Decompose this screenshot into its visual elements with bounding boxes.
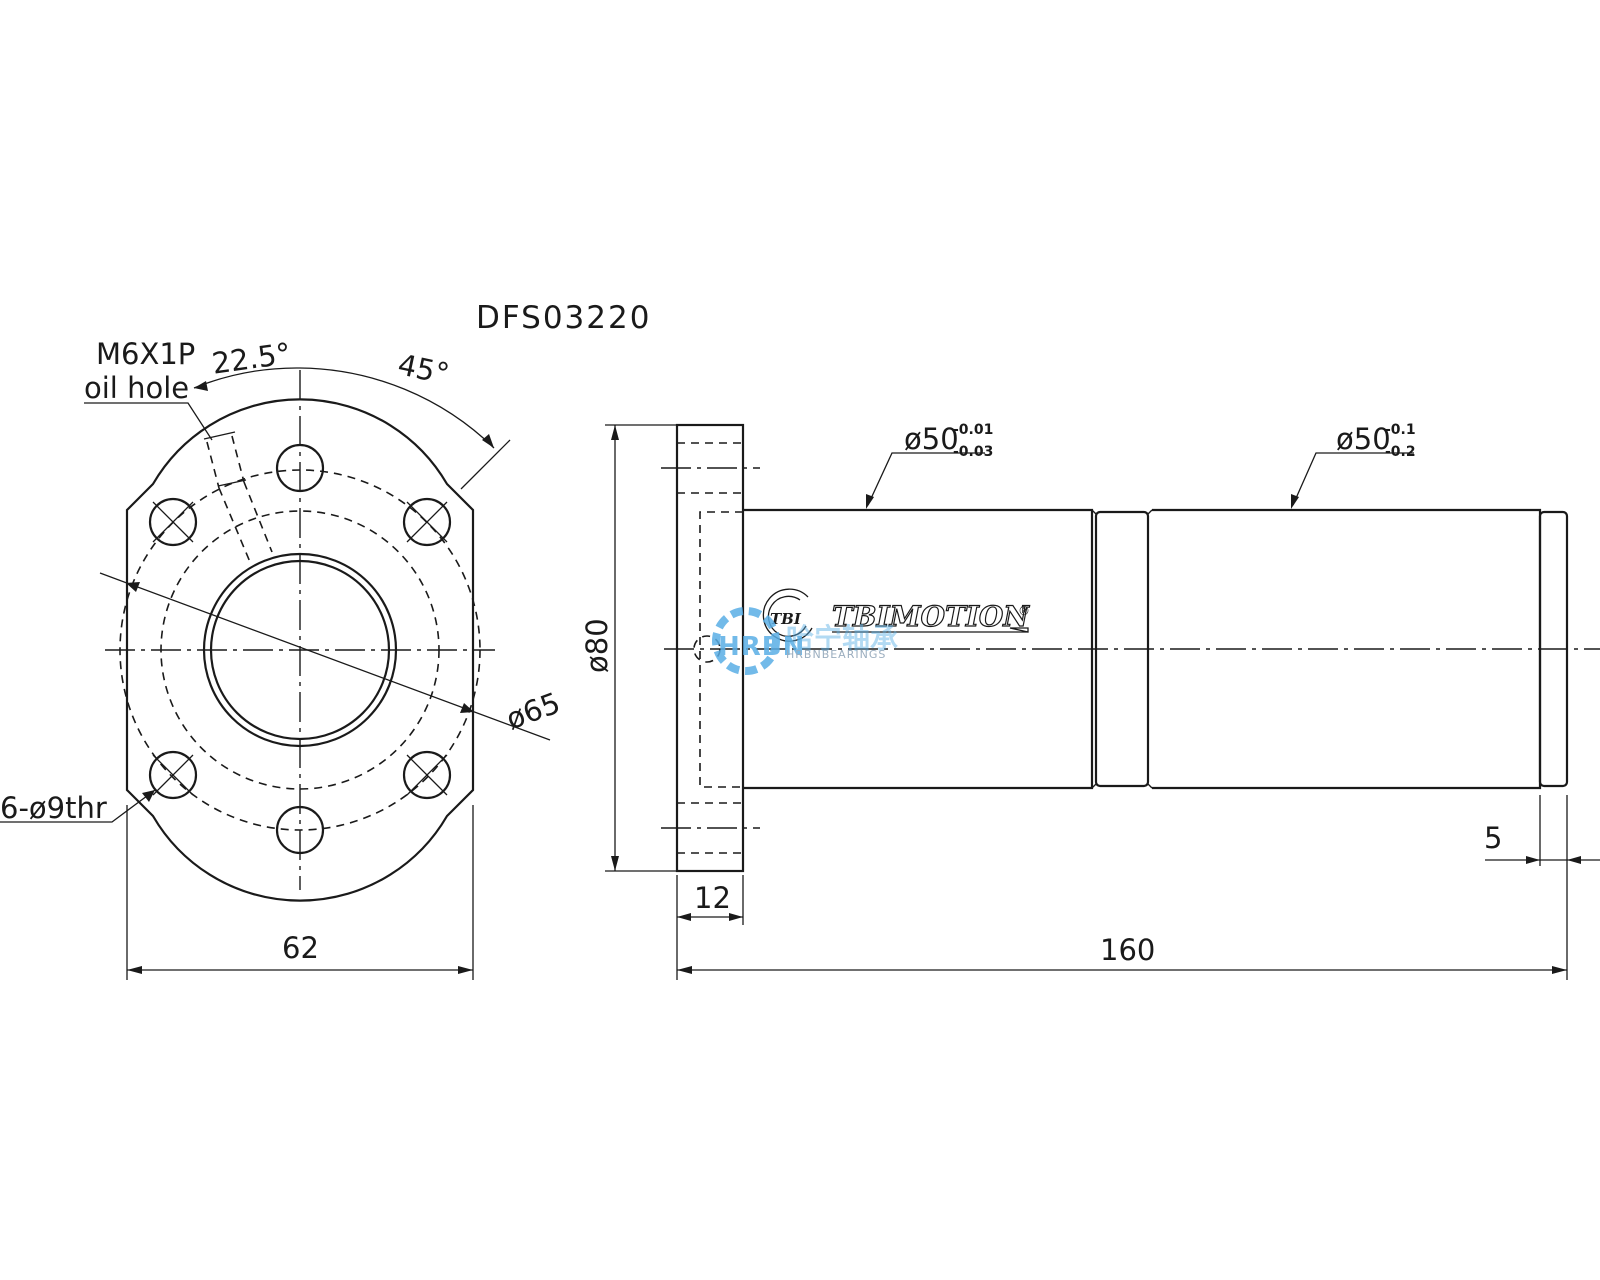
label-end-step: 5 — [1484, 821, 1502, 855]
brand-registered-mark: ® — [1018, 604, 1030, 618]
oil-hole-leader — [84, 402, 213, 441]
label-flange-dia: ø80 — [580, 618, 614, 673]
watermark-name-cn: 哈宁轴承 — [786, 622, 898, 655]
label-bolt-holes: 6-ø9thr — [0, 791, 107, 825]
label-pcd: ø65 — [502, 686, 565, 737]
label-nut-dia-right-tol-lower: -0.2 — [1385, 444, 1416, 460]
label-oil-hole-thread: M6X1P — [96, 337, 195, 371]
angle-arc-45 — [299, 367, 495, 449]
label-flange-width: 62 — [282, 931, 319, 965]
leader-dia-left — [867, 452, 985, 506]
label-angle-45: 45° — [395, 347, 452, 391]
bolt-hole-leader — [0, 789, 156, 823]
dia-right-annotation: ø50 -0.1 -0.2 — [1336, 422, 1416, 460]
oil-hole — [203, 431, 273, 563]
watermark-gear-icon — [712, 607, 780, 675]
front-view — [0, 367, 551, 980]
brand-logo-mark: TBI — [770, 610, 802, 628]
label-angle-22: 22.5° — [210, 336, 293, 381]
label-nut-dia-right-tol-upper: -0.1 — [1385, 422, 1416, 438]
pcd-leader — [99, 572, 551, 741]
watermark-name-en: HRBNBEARINGS — [786, 648, 886, 661]
label-nut-dia-left-tol-upper: -0.01 — [953, 422, 993, 438]
brand-name: TBIMOTION — [832, 600, 1030, 633]
tbi-logo-swoosh-icon — [762, 588, 813, 642]
flange-body — [675, 423, 745, 873]
side-view — [605, 423, 1600, 980]
label-total-length: 160 — [1100, 933, 1155, 967]
label-flange-thickness: 12 — [694, 881, 731, 915]
bolt-holes — [148, 443, 452, 855]
label-nut-dia-right: ø50 — [1336, 422, 1391, 456]
leader-dia-right — [1292, 452, 1414, 506]
flange-outline — [125, 398, 475, 902]
tbimotion-logo: TBI TBIMOTION ® — [762, 588, 1031, 642]
drawing-title: DFS03220 — [476, 300, 651, 336]
hrbn-watermark: HRBN 哈宁轴承 HRBNBEARINGS — [712, 607, 898, 675]
label-nut-dia-left-tol-lower: -0.03 — [953, 444, 993, 460]
label-oil-hole: oil hole — [84, 371, 189, 405]
watermark-mark: HRBN — [718, 632, 805, 662]
dia-left-annotation: ø50 -0.01 -0.03 — [904, 422, 993, 460]
label-nut-dia-left: ø50 — [904, 422, 959, 456]
